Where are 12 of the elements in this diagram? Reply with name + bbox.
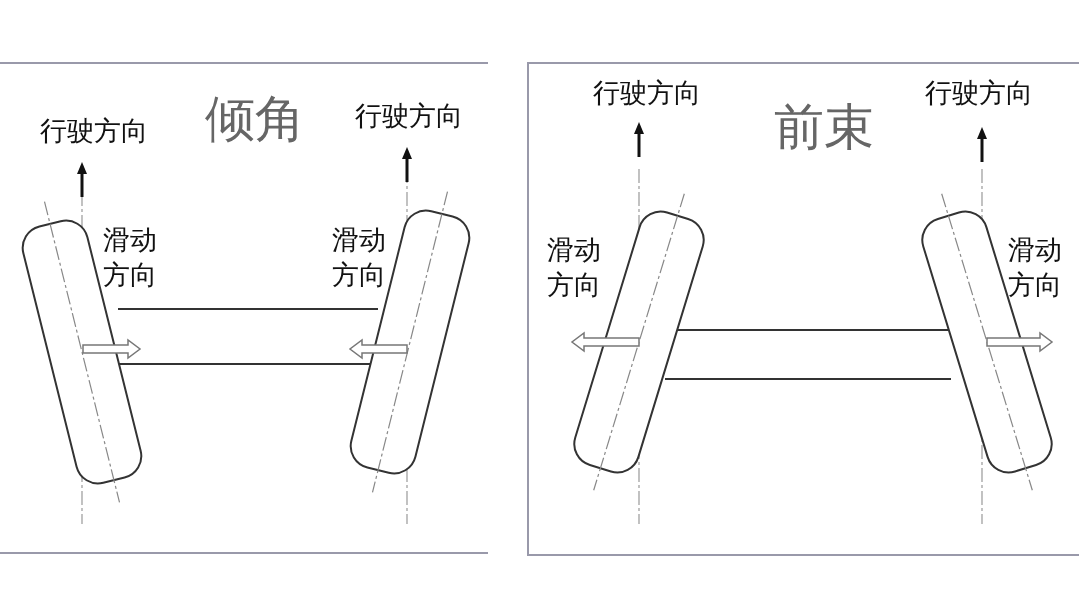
direction-label: 滑动方向 (332, 223, 387, 293)
direction-label: 行驶方向 (925, 76, 1033, 110)
diagram-panel (0, 62, 488, 554)
panel-title: 倾角 (205, 94, 305, 144)
direction-label: 滑动方向 (547, 233, 602, 303)
direction-label: 滑动方向 (103, 223, 158, 293)
direction-label: 行驶方向 (593, 76, 701, 110)
direction-label: 滑动方向 (1008, 233, 1063, 303)
direction-label: 行驶方向 (355, 99, 463, 133)
panel-title: 前束 (774, 102, 874, 152)
diagram-panel (527, 62, 1079, 556)
direction-label: 行驶方向 (40, 114, 148, 148)
